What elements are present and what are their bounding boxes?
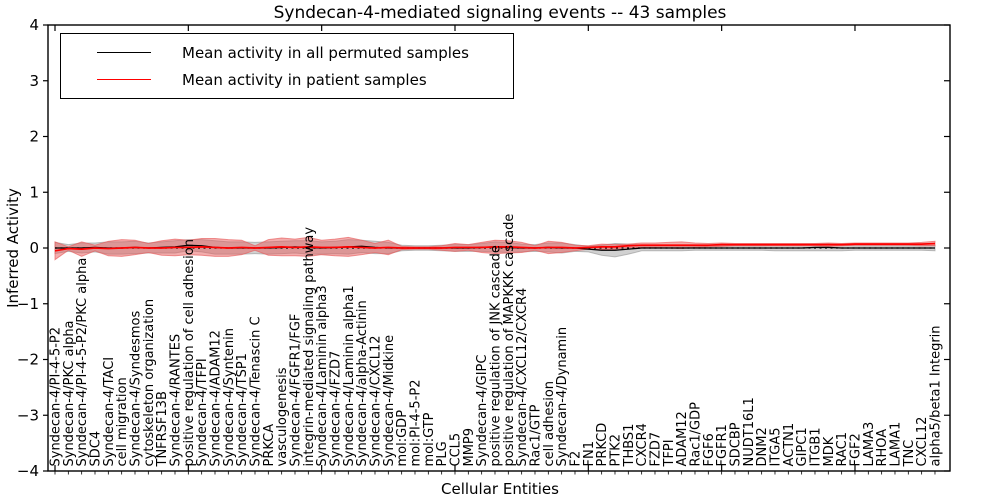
x-tick-label: mol:PI-4-5-P2	[408, 379, 423, 466]
legend-item-patient: Mean activity in patient samples	[61, 66, 513, 93]
x-tick-label: CCL5	[448, 433, 463, 467]
x-tick-label: Syndecan-4/Dynamin	[555, 327, 570, 467]
x-tick-label: ADAM12	[675, 411, 690, 466]
patient-std-band	[54, 236, 936, 261]
x-tick-label: RAC1	[835, 432, 850, 467]
x-tick-label: Syndecan-4/PI-4-5-P2/PKC alpha	[75, 258, 90, 467]
x-tick-label: PRKCA	[262, 424, 277, 467]
patient-line-swatch	[97, 79, 151, 80]
x-tick-label: Syndecan-4/PI-4-5-P2	[49, 327, 64, 467]
x-tick-label: CXCL12	[915, 417, 930, 467]
y-tick-label: −4	[17, 462, 39, 480]
x-tick-label: FN1	[582, 441, 597, 466]
y-tick-label: 3	[29, 72, 39, 90]
y-axis-label: Inferred Activity	[4, 188, 22, 308]
x-tick-label: NUDT16L1	[742, 397, 757, 466]
x-tick-label: FZD7	[648, 432, 663, 467]
x-tick-label: GIPC1	[795, 427, 810, 466]
x-tick-label: F2	[568, 451, 583, 467]
y-tick-label: −2	[17, 351, 39, 369]
x-tick-label: integrin-mediated signaling pathway	[302, 227, 317, 467]
x-tick-label: THBS1	[622, 424, 637, 468]
x-tick-label: Syndecan-4/FGFR1/FGF	[288, 314, 303, 467]
x-tick-label: Rac1/GTP	[528, 404, 543, 466]
x-tick-label: PTK2	[608, 434, 623, 467]
x-tick-label: TNC	[902, 440, 917, 468]
legend-item-permuted: Mean activity in all permuted samples	[61, 39, 513, 66]
x-tick-label: positive regulation of cell adhesion	[182, 239, 197, 466]
x-tick-label: cell adhesion	[542, 381, 557, 467]
x-tick-label: Syndecan-4/Laminin alpha3	[315, 285, 330, 466]
x-tick-label: SDCBP	[728, 422, 743, 466]
y-tick-label: −1	[17, 295, 39, 313]
x-tick-label: TFPI	[662, 439, 677, 467]
x-tick-label: ITGA5	[768, 427, 783, 466]
x-tick-label: PLG	[435, 441, 450, 466]
x-tick-label: FGF2	[848, 433, 863, 466]
x-tick-label: Syndecan-4/Laminin alpha1	[342, 285, 357, 466]
legend: Mean activity in all permuted samples Me…	[60, 33, 514, 99]
x-tick-label: Syndecan-4/Tenascin C	[248, 316, 263, 466]
x-tick-label: PRKCD	[595, 423, 610, 467]
y-tick-label: 4	[29, 16, 39, 34]
y-tick-label: 2	[29, 128, 39, 146]
x-tick-label: Syndecan-4/alpha-Actinin	[355, 300, 370, 466]
x-tick-label: mol:GDP	[395, 410, 410, 467]
permuted-line-swatch	[97, 52, 151, 53]
chart-title: Syndecan-4-mediated signaling events -- …	[273, 3, 727, 23]
y-tick-label: −3	[17, 406, 39, 424]
x-tick-label: vasculogenesis	[275, 367, 290, 466]
x-tick-label: Syndecan-4/TFPI	[195, 358, 210, 466]
x-tick-label: FGFR1	[715, 424, 730, 466]
x-tick-label: cell migration	[115, 377, 130, 466]
x-tick-label: MMP9	[462, 428, 477, 467]
x-tick-label: LAMA3	[862, 422, 877, 467]
legend-label-permuted: Mean activity in all permuted samples	[182, 43, 469, 62]
x-tick-label: LAMA1	[888, 422, 903, 467]
x-tick-label: Syndecan-4/FZD7	[328, 351, 343, 467]
x-tick-label: Syndecan-4/TSP1	[235, 353, 250, 466]
y-tick-label: 0	[29, 239, 39, 257]
x-axis-label: Cellular Entities	[441, 480, 559, 498]
x-tick-label: cytoskeleton organization	[142, 299, 157, 467]
x-tick-label: Rac1/GDP	[688, 402, 703, 467]
x-tick-label: RHOA	[875, 429, 890, 467]
x-tick-label: positive regulation of MAPKKK cascade	[502, 214, 517, 467]
x-tick-label: Syndecan-4/ADAM12	[208, 330, 223, 466]
x-tick-label: Syndecan-4/PKC alpha	[62, 320, 77, 466]
x-tick-label: Syndecan-4/Syndesmos	[128, 311, 143, 467]
x-tick-label: Syndecan-4/RANTES	[168, 334, 183, 467]
x-tick-label: TNFRSF13B	[155, 391, 170, 467]
x-tick-label: MDK	[822, 436, 837, 466]
legend-label-patient: Mean activity in patient samples	[182, 70, 427, 89]
x-tick-label: Syndecan-4/CXCL12/CXCR4	[515, 288, 530, 467]
x-tick-label: positive regulation of JNK cascade	[488, 245, 503, 466]
x-tick-label: FGF6	[702, 433, 717, 466]
x-tick-label: CXCR4	[635, 423, 650, 466]
x-tick-label: ITGB1	[808, 427, 823, 466]
x-tick-label: Syndecan-4/TACI	[102, 357, 117, 467]
patient-mean-line	[54, 242, 936, 252]
x-tick-label: SDC4	[88, 431, 103, 467]
x-tick-label: Syndecan-4/Midkine	[382, 335, 397, 467]
x-tick-label: Syndecan-4/CXCL12	[368, 335, 383, 466]
x-tick-label: DNM2	[755, 427, 770, 466]
x-tick-label: Syndecan-4/GIPC	[475, 355, 490, 467]
x-tick-label: ACTN1	[782, 423, 797, 467]
x-tick-label: mol:GTP	[422, 412, 437, 466]
x-tick-label: alpha5/beta1 Integrin	[928, 325, 943, 466]
y-tick-label: 1	[29, 183, 39, 201]
x-tick-label: Syndecan-4/Syntenin	[222, 328, 237, 467]
